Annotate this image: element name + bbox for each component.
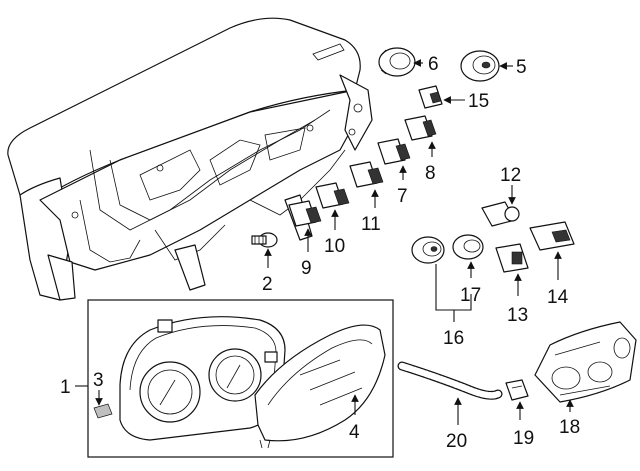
part-16-illustration xyxy=(411,236,445,264)
callout-15: 15 xyxy=(468,91,489,112)
part-15-illustration xyxy=(418,85,443,109)
callout-18: 18 xyxy=(559,417,580,438)
part-8-illustration xyxy=(404,115,437,141)
callout-2: 2 xyxy=(262,274,273,295)
part-13-illustration xyxy=(495,243,529,273)
part-6-illustration xyxy=(378,47,416,77)
callout-20: 20 xyxy=(446,431,467,452)
part-2-illustration xyxy=(251,232,278,248)
callout-12: 12 xyxy=(500,165,521,186)
callout-7: 7 xyxy=(397,186,408,207)
callout-19: 19 xyxy=(513,428,534,449)
part-11-illustration xyxy=(349,161,384,188)
cluster-callout-frame xyxy=(87,299,394,458)
instrument-panel-illustration xyxy=(7,17,373,301)
callout-1: 1 xyxy=(60,377,71,398)
callout-8: 8 xyxy=(425,163,436,184)
part-19-illustration xyxy=(505,379,529,401)
clip-illustration xyxy=(93,403,113,419)
cluster-lens-illustration xyxy=(254,324,386,449)
part-9-illustration xyxy=(288,200,322,227)
callout-3: 3 xyxy=(93,370,104,391)
part-10-illustration xyxy=(315,182,350,209)
callout-6: 6 xyxy=(428,54,439,75)
callout-10: 10 xyxy=(324,236,345,257)
callout-4: 4 xyxy=(349,422,360,443)
part-5-illustration xyxy=(460,50,500,82)
part-7-illustration xyxy=(377,138,411,165)
callout-13: 13 xyxy=(507,305,528,326)
callout-17: 17 xyxy=(460,285,481,306)
callout-11: 11 xyxy=(361,214,381,235)
callout-16: 16 xyxy=(443,328,464,349)
callout-14: 14 xyxy=(547,287,569,308)
part-12-illustration xyxy=(481,201,520,227)
leader-lines xyxy=(75,59,574,425)
callout-5: 5 xyxy=(516,57,527,78)
callout-labels: 6 5 15 8 7 11 10 9 2 12 13 14 17 16 1 3 … xyxy=(60,54,580,452)
part-14-illustration xyxy=(529,221,575,251)
part-18-illustration xyxy=(534,321,637,403)
instrument-cluster-illustration xyxy=(119,316,286,441)
part-17-illustration xyxy=(452,234,484,260)
callout-9: 9 xyxy=(301,258,312,279)
part-20-illustration xyxy=(397,361,503,400)
